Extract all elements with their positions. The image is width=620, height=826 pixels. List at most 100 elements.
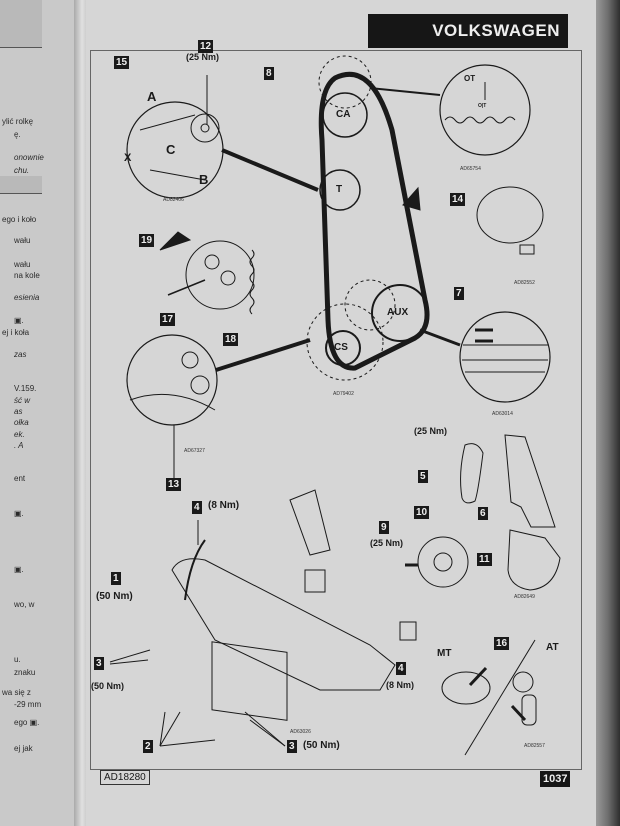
- callout-13: 13: [166, 478, 182, 491]
- letter-a: A: [147, 89, 157, 104]
- callout-11: 11: [477, 553, 492, 566]
- left-page-text-line: znaku: [14, 668, 36, 677]
- torque-12: (25 Nm): [186, 52, 220, 62]
- left-page-text-line: ek.: [14, 430, 25, 439]
- part-6-drawing: [504, 434, 556, 528]
- part-10-pulley: [417, 536, 469, 588]
- page-number: 1037: [540, 771, 571, 787]
- callout-10: 10: [414, 506, 430, 519]
- torque-4-top: (8 Nm): [208, 500, 240, 511]
- callout-2: 2: [143, 740, 153, 753]
- callout-12: 12: [198, 40, 214, 53]
- left-page-text-line: ent: [14, 474, 26, 483]
- torque-3-left: (50 Nm): [91, 681, 125, 691]
- callout-4-right: 4: [396, 662, 406, 675]
- part-11-drawing: [507, 529, 561, 591]
- ot-mark: O|T: [478, 103, 487, 109]
- left-page-text-line: u.: [14, 655, 21, 664]
- callout-5: 5: [418, 470, 428, 483]
- at-detail: [521, 694, 537, 726]
- pulley-ca-dashed: [318, 55, 372, 109]
- left-page-text-line: onownie: [14, 153, 44, 162]
- radiator: [211, 641, 288, 721]
- rotation-arrow-icon: [402, 186, 421, 211]
- code-ad79402: AD79402: [333, 391, 354, 397]
- letter-b: B: [199, 172, 209, 187]
- pulley-aux: [371, 284, 429, 342]
- left-page-text-line: esienia: [14, 293, 40, 302]
- at-label: AT: [546, 642, 559, 653]
- left-page-text-line: wa się z: [2, 688, 31, 697]
- tensioner-detail: [185, 240, 255, 310]
- callout-14: 14: [450, 193, 466, 206]
- pulley-t: [319, 169, 361, 211]
- arrow-19-icon: [159, 231, 192, 251]
- letter-x: X: [124, 152, 132, 164]
- callout-18: 18: [223, 333, 239, 346]
- left-page-text-line: ▣.: [14, 565, 24, 574]
- code-ad82552: AD82552: [514, 280, 535, 286]
- radiator-frame: [171, 558, 396, 691]
- pulley-ca: [322, 92, 368, 138]
- callout-8: 8: [264, 67, 274, 80]
- callout-9: 9: [379, 521, 389, 534]
- left-page-box: [0, 0, 42, 48]
- right-page: [86, 0, 598, 826]
- left-page-text-line: ego ▣.: [14, 718, 40, 727]
- left-page-text-line: ołka: [14, 418, 29, 427]
- pulley-aux-label: AUX: [387, 307, 409, 318]
- left-page-text-line: wo, w: [14, 600, 35, 609]
- left-page-text-line: ▣.: [14, 509, 24, 518]
- letter-c: C: [166, 142, 176, 157]
- mt-detail: [441, 671, 491, 705]
- left-page-text-line: as: [14, 407, 23, 416]
- left-page-text-line: ej jak: [14, 744, 33, 753]
- code-ad63014: AD63014: [492, 411, 513, 417]
- figure-reference: AD18280: [100, 770, 150, 785]
- torque-5: (25 Nm): [414, 426, 448, 436]
- callout-6: 6: [478, 507, 488, 520]
- torque-3-bottom: (50 Nm): [303, 740, 340, 751]
- detail-7: [459, 311, 551, 403]
- pulley-t-label: T: [336, 184, 343, 195]
- torque-1: (50 Nm): [96, 591, 133, 602]
- ot-label: OT: [464, 74, 476, 83]
- callout-19: 19: [139, 234, 155, 247]
- code-ad82649: AD82649: [514, 594, 535, 600]
- code-ad82557: AD82557: [524, 743, 545, 749]
- left-page-text-line: na kole: [14, 271, 40, 280]
- torque-4-right: (8 Nm): [386, 680, 415, 690]
- left-page-text-line: zas: [14, 350, 27, 359]
- callout-3-left: 3: [94, 657, 104, 670]
- detail-ot: [439, 64, 531, 156]
- callout-1: 1: [111, 572, 121, 585]
- distributor-drawing: [476, 186, 544, 244]
- callout-4-top: 4: [192, 501, 202, 514]
- left-page-text-line: ej i koła: [2, 328, 30, 337]
- code-ad82406: AD82406: [163, 197, 184, 203]
- callout-3-bottom: 3: [287, 740, 297, 753]
- pulley-ca-label: CA: [336, 109, 351, 120]
- left-page-text-line: ego i koło: [2, 215, 37, 224]
- callout-17: 17: [160, 313, 176, 326]
- detail-13: [126, 334, 218, 426]
- page-edges: [596, 0, 620, 826]
- callout-15: 15: [114, 56, 130, 69]
- left-page-text-line: . A: [14, 441, 24, 450]
- left-page-text-line: chu.: [14, 166, 30, 175]
- code-ad65754: AD65754: [460, 166, 481, 172]
- pulley-cs-dashed: [306, 303, 384, 381]
- figure-frame: [90, 50, 582, 770]
- mt-label: MT: [437, 648, 452, 659]
- left-page-text-line: ść w: [14, 396, 30, 405]
- code-ad67327: AD67327: [184, 448, 205, 454]
- pulley-cs-label: CS: [334, 342, 348, 353]
- left-page-text-line: ylić rolkę: [2, 117, 34, 126]
- pulley-aux-dashed: [344, 279, 396, 331]
- left-page-text-line: V.159.: [14, 384, 37, 393]
- left-page-text-line: wału: [14, 236, 31, 245]
- callout-16: 16: [494, 637, 510, 650]
- left-page-text-line: wału: [14, 260, 31, 269]
